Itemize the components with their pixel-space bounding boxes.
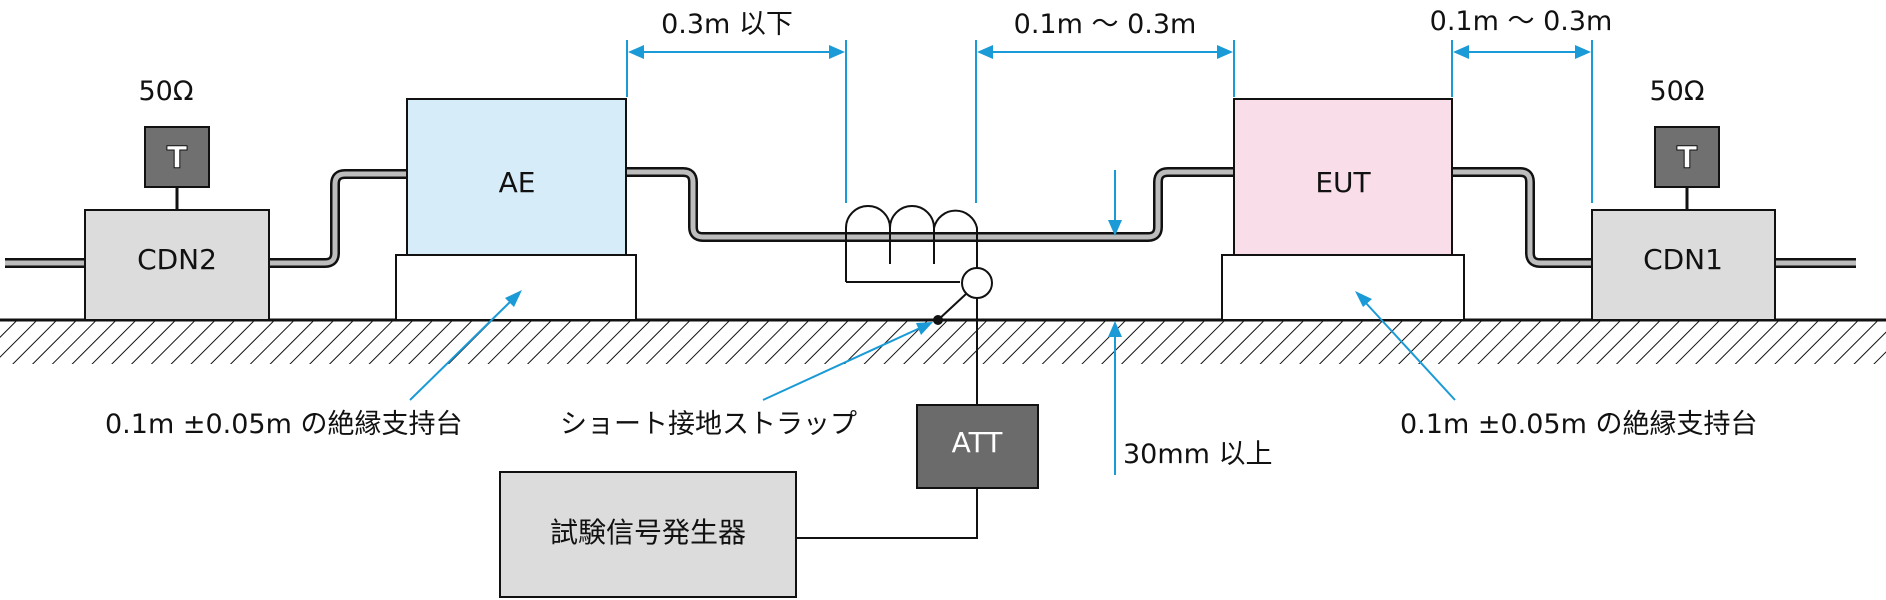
clamp-connection-circle: [961, 267, 993, 299]
terminator-right-label: T: [1677, 141, 1698, 176]
support-right-label: 0.1m ±0.05m の絶縁支持台: [1400, 409, 1757, 440]
ohm-left-label: 50Ω: [139, 76, 194, 107]
cdn1-label: CDN1: [1643, 243, 1723, 276]
ae-label: AE: [499, 166, 536, 199]
dimension-ae-clamp: [626, 40, 847, 203]
dimension-eut-cdn: [1451, 40, 1593, 203]
ground-strap-point: [933, 315, 943, 325]
dim-eut-cdn-label: 0.1m 〜 0.3m: [1430, 6, 1613, 37]
ground-strap: [937, 293, 967, 321]
ohm-right-label: 50Ω: [1650, 76, 1705, 107]
cable-run: [5, 167, 1856, 268]
signal-generator-box: [499, 471, 797, 598]
ae-insulating-support: [395, 254, 637, 321]
dim-ae-clamp-label: 0.3m 以下: [661, 9, 793, 40]
att-to-generator-wire: [796, 488, 978, 539]
dim-clamp-eut-label: 0.1m 〜 0.3m: [1014, 9, 1197, 40]
eut-label: EUT: [1315, 166, 1371, 199]
support-left-label: 0.1m ±0.05m の絶縁支持台: [105, 409, 462, 440]
dim-height-label: 30mm 以上: [1123, 439, 1273, 470]
att-box: [916, 404, 1039, 489]
cdn2-label: CDN2: [137, 243, 217, 276]
terminator-right: [1654, 126, 1720, 188]
eut-insulating-support: [1221, 254, 1465, 321]
signal-generator-label: 試験信号発生器: [550, 516, 746, 549]
callout-leaders: [409, 290, 1456, 401]
terminator-left: [144, 126, 210, 188]
eut-box: [1233, 98, 1453, 256]
cdn2-box: [84, 209, 270, 321]
dimension-clamp-eut: [975, 40, 1235, 203]
cdn1-box: [1591, 209, 1776, 321]
att-label: ATT: [952, 426, 1004, 459]
dimension-height: [1108, 170, 1122, 475]
injection-coil: [845, 205, 978, 283]
ground-plane: [0, 320, 1886, 364]
strap-label: ショート接地ストラップ: [560, 409, 857, 440]
terminator-left-label: T: [167, 141, 188, 176]
ae-box: [406, 98, 627, 256]
